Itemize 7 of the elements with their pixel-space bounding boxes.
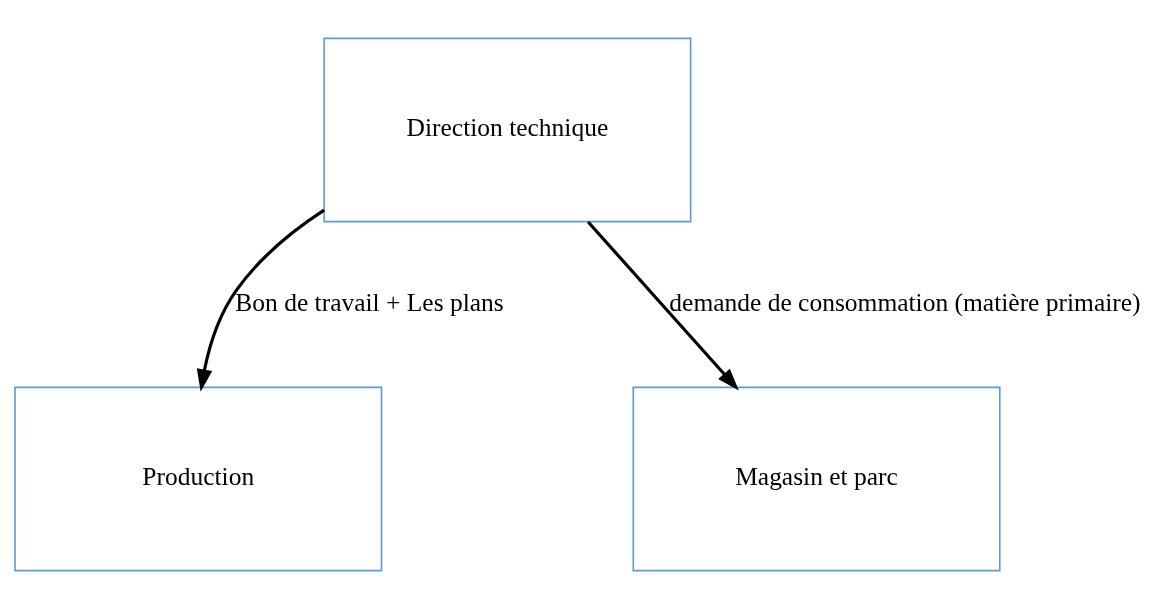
node-box: Magasin et parc [632,386,1001,572]
arrow [587,220,739,391]
node-box: Direction technique [323,37,692,223]
edge-label: Bon de travail + Les plans [235,287,504,317]
node-box: Production [14,386,383,572]
arrow [196,208,325,392]
edge-label: demande de consommation (matière primaire) [669,287,1141,317]
